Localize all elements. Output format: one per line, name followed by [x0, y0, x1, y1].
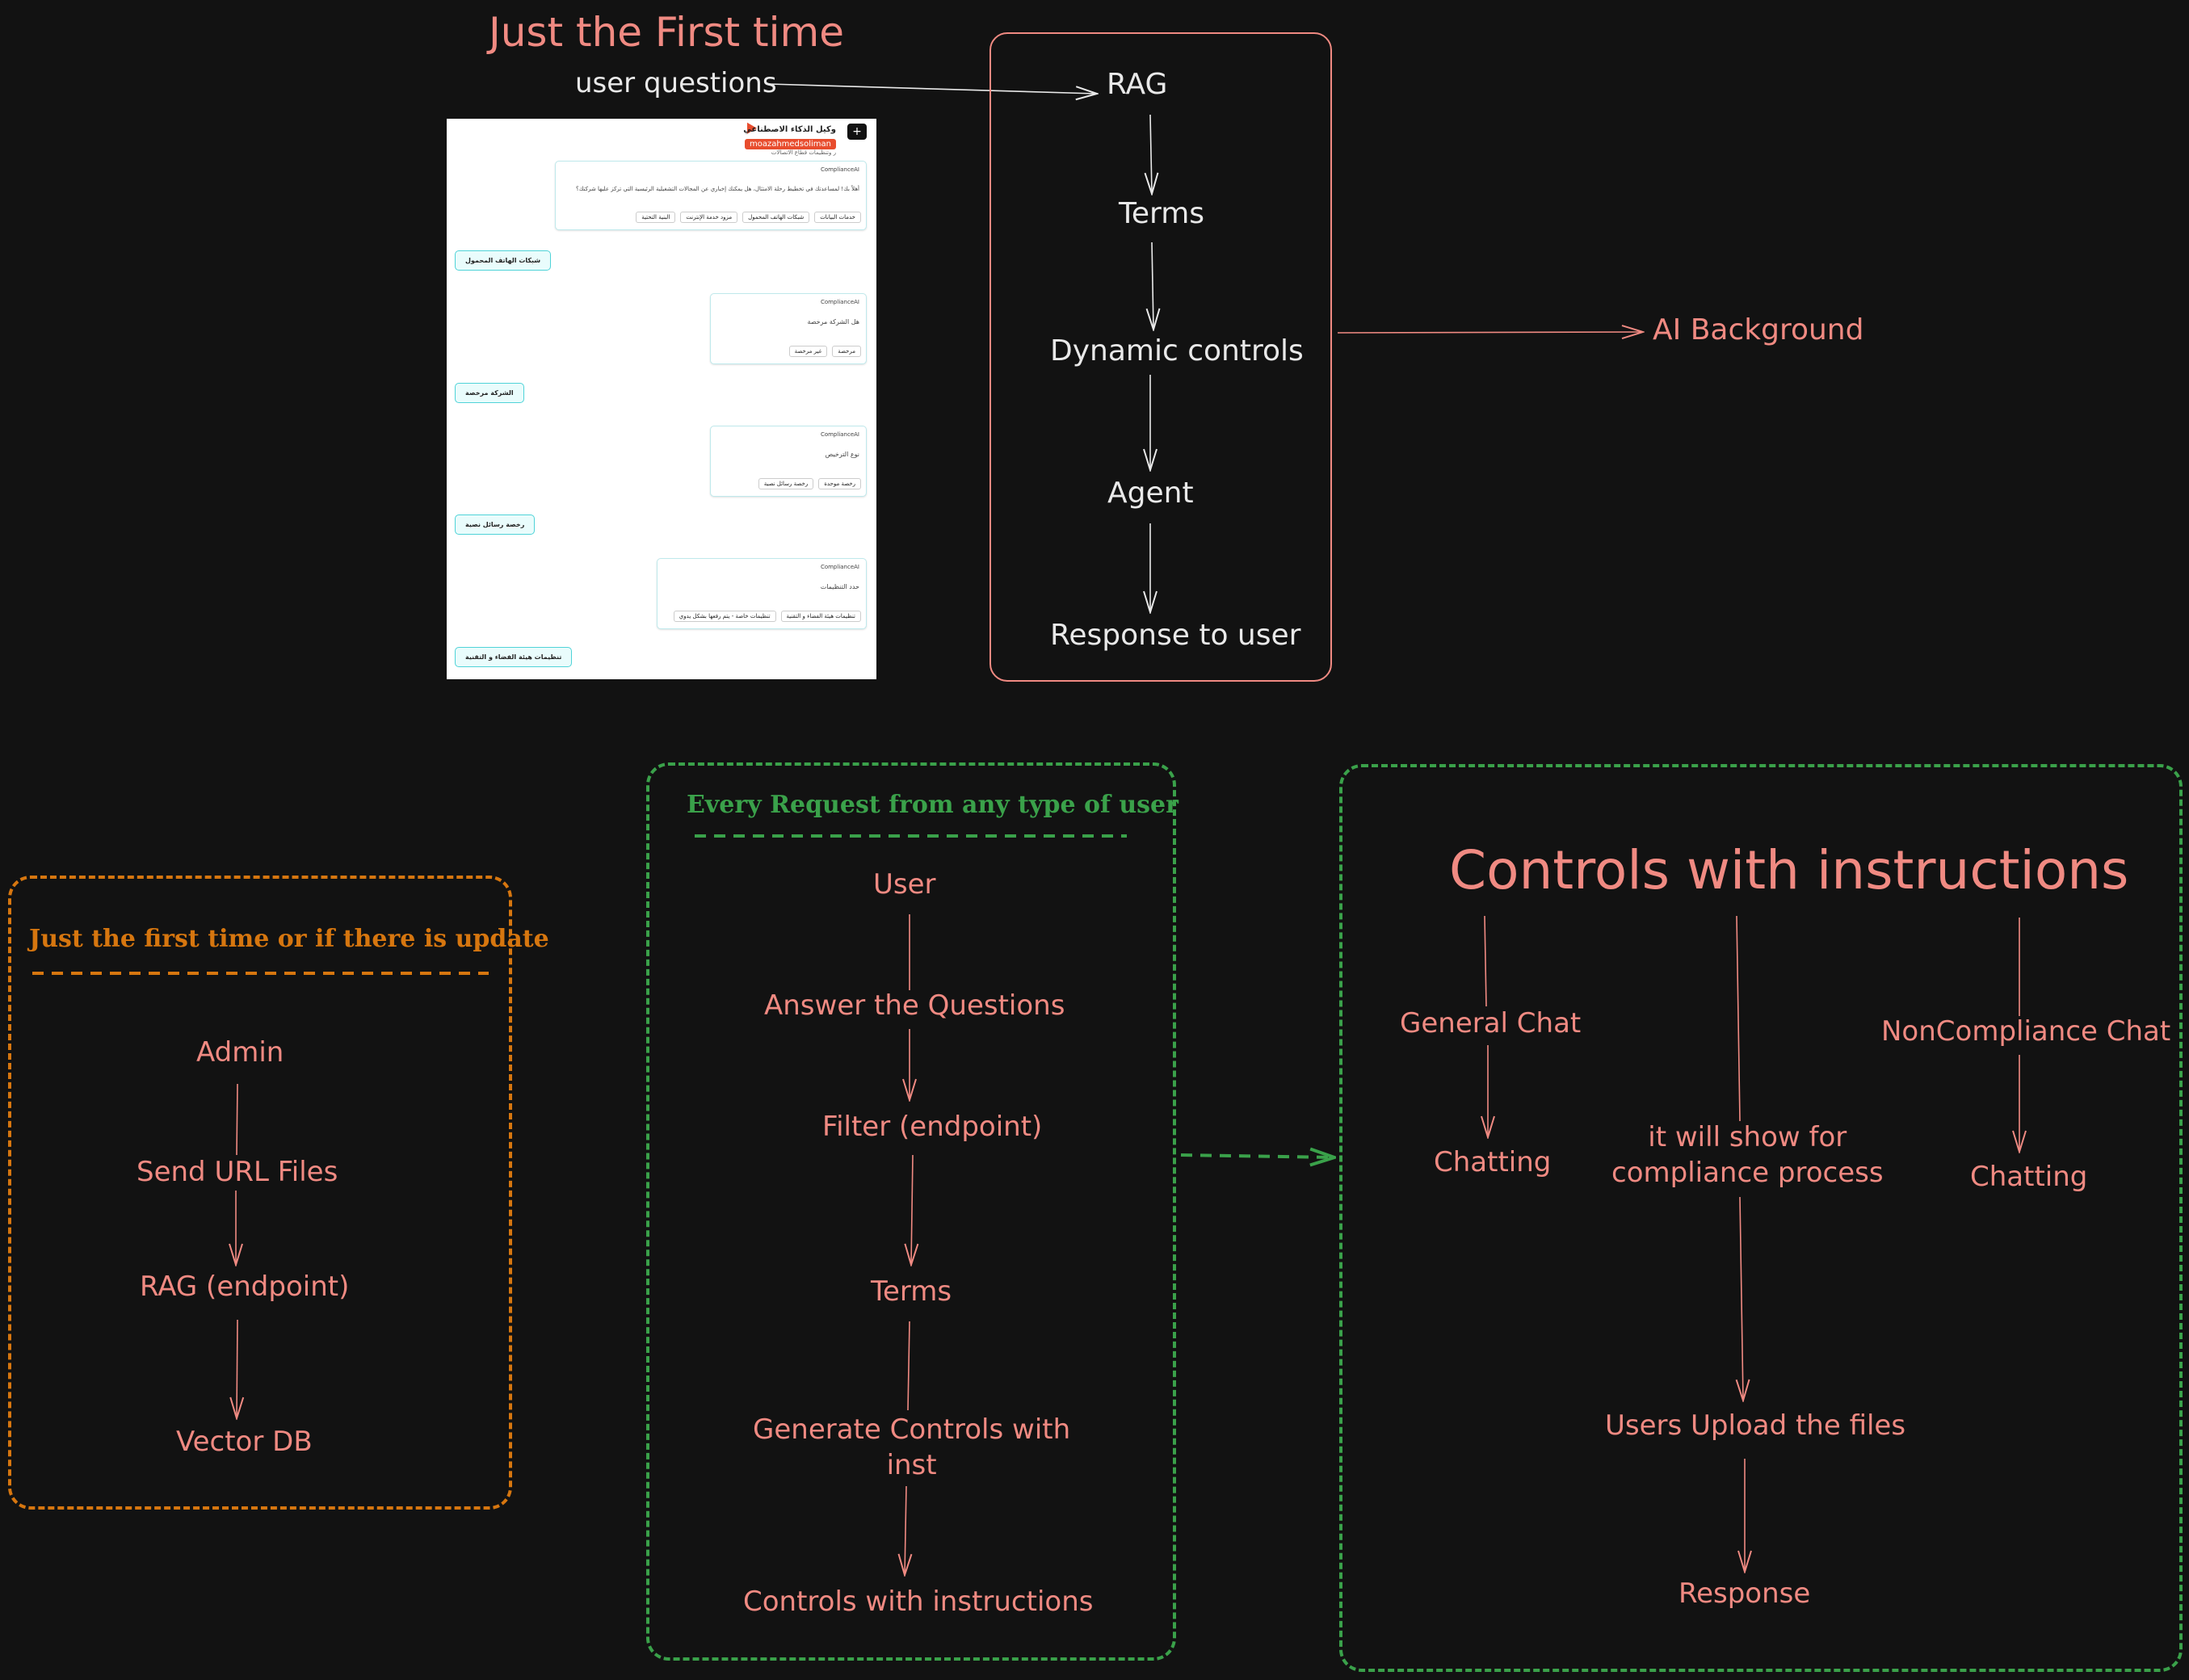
- option-button[interactable]: تنظيمات خاصة - يتم رفعها بشكل يدوي: [673, 611, 776, 622]
- request-flow-heading: Every Request from any type of user: [687, 791, 1179, 819]
- general-chat-label: General Chat: [1400, 1007, 1582, 1040]
- noncompliance-chat-label: NonCompliance Chat: [1881, 1015, 2171, 1048]
- user-answer: شبكات الهاتف المحمول: [455, 250, 552, 271]
- option-button[interactable]: خدمات البيانات: [814, 212, 861, 223]
- bot-message: ComplianceAI حدد التنظيمات تنظيمات هيئة …: [657, 558, 867, 629]
- bot-question: هل الشركة مرخصة: [807, 318, 859, 326]
- chat-header: وكيل الذكاء الاصطناعي moazahmedsoliman ر…: [743, 125, 865, 156]
- compliance-note-label: it will show for compliance process: [1611, 1121, 1884, 1189]
- chatting-right-label: Chatting: [1970, 1161, 2088, 1193]
- arrow-request-to-controls: [1180, 1155, 1334, 1157]
- response-label: Response: [1679, 1577, 1811, 1610]
- chatting-left-label: Chatting: [1434, 1146, 1552, 1178]
- admin-step-send-url: Send URL Files: [137, 1156, 338, 1188]
- admin-step-rag-endpoint: RAG (endpoint): [140, 1270, 350, 1303]
- option-button[interactable]: مرخصة: [832, 346, 861, 357]
- upload-files-label: Users Upload the files: [1605, 1409, 1906, 1442]
- ai-pipeline-box: [989, 32, 1332, 682]
- option-button[interactable]: غير مرخصة: [788, 346, 828, 357]
- request-step-user: User: [873, 868, 936, 901]
- option-button[interactable]: شبكات الهاتف المحمول: [742, 212, 810, 223]
- pipeline-step-response: Response to user: [1050, 619, 1301, 652]
- request-step-terms: Terms: [871, 1275, 952, 1308]
- bot-message: ComplianceAI نوع الترخيص رخصة موحدة رخصة…: [710, 426, 867, 497]
- bot-name: ComplianceAI: [820, 166, 859, 173]
- first-time-title: Just the First time: [489, 9, 845, 56]
- bot-name: ComplianceAI: [820, 299, 859, 305]
- controls-box: [1339, 764, 2183, 1672]
- chat-header-title: وكيل الذكاء الاصطناعي: [743, 125, 836, 134]
- new-chat-button[interactable]: +: [847, 124, 867, 140]
- option-button[interactable]: رخصة رسائل نصية: [758, 478, 814, 489]
- user-answer: تنظيمات هيئة الفضاء و التقنية: [455, 647, 573, 667]
- option-button[interactable]: البنية التحتية: [636, 212, 676, 223]
- pipeline-step-dynamic-controls: Dynamic controls: [1050, 334, 1304, 368]
- bot-name: ComplianceAI: [820, 564, 859, 570]
- bot-question: أهلاً بك! لمساعدتك في تخطيط رحلة الامتثا…: [576, 186, 859, 192]
- request-step-answer: Answer the Questions: [764, 989, 1065, 1022]
- controls-title: Controls with instructions: [1449, 839, 2129, 901]
- chat-screenshot: + وكيل الذكاء الاصطناعي moazahmedsoliman…: [447, 119, 876, 679]
- option-button[interactable]: تنظيمات هيئة الفضاء و التقنية: [780, 611, 861, 622]
- request-step-controls: Controls with instructions: [743, 1586, 1094, 1618]
- pipeline-step-agent: Agent: [1107, 477, 1194, 510]
- admin-flow-heading: Just the first time or if there is updat…: [29, 925, 549, 953]
- user-answer: الشركة مرخصة: [455, 383, 524, 403]
- pipeline-step-terms: Terms: [1119, 197, 1205, 230]
- request-flow-box: [646, 762, 1176, 1661]
- admin-heading-underline: [32, 972, 489, 975]
- option-button[interactable]: رخصة موحدة: [818, 478, 861, 489]
- ai-background-label: AI Background: [1653, 313, 1864, 346]
- bot-message: ComplianceAI هل الشركة مرخصة مرخصة غير م…: [710, 293, 867, 364]
- bot-question: نوع الترخيص: [825, 451, 859, 458]
- user-questions-label: user questions: [575, 67, 777, 99]
- option-button[interactable]: مزود خدمة الإنترنت: [680, 212, 738, 223]
- user-answer: رخصة رسائل نصية: [455, 514, 536, 535]
- bot-name: ComplianceAI: [820, 431, 859, 438]
- chat-header-subtitle: ر وتنظيمات قطاع الاتصالات: [771, 149, 836, 156]
- request-step-generate: Generate Controls with inst: [753, 1413, 1071, 1481]
- arrow-box-to-ai-background: [1337, 332, 1643, 333]
- admin-flow-box: [8, 876, 512, 1510]
- admin-step-vector-db: Vector DB: [176, 1426, 313, 1458]
- admin-step-admin: Admin: [196, 1036, 284, 1069]
- request-step-filter: Filter (endpoint): [822, 1111, 1043, 1143]
- request-heading-underline: [695, 834, 1127, 838]
- bot-question: حدد التنظيمات: [820, 583, 859, 590]
- bot-message: ComplianceAI أهلاً بك! لمساعدتك في تخطيط…: [555, 161, 867, 230]
- user-badge: moazahmedsoliman: [744, 139, 836, 149]
- pipeline-step-rag: RAG: [1107, 68, 1168, 101]
